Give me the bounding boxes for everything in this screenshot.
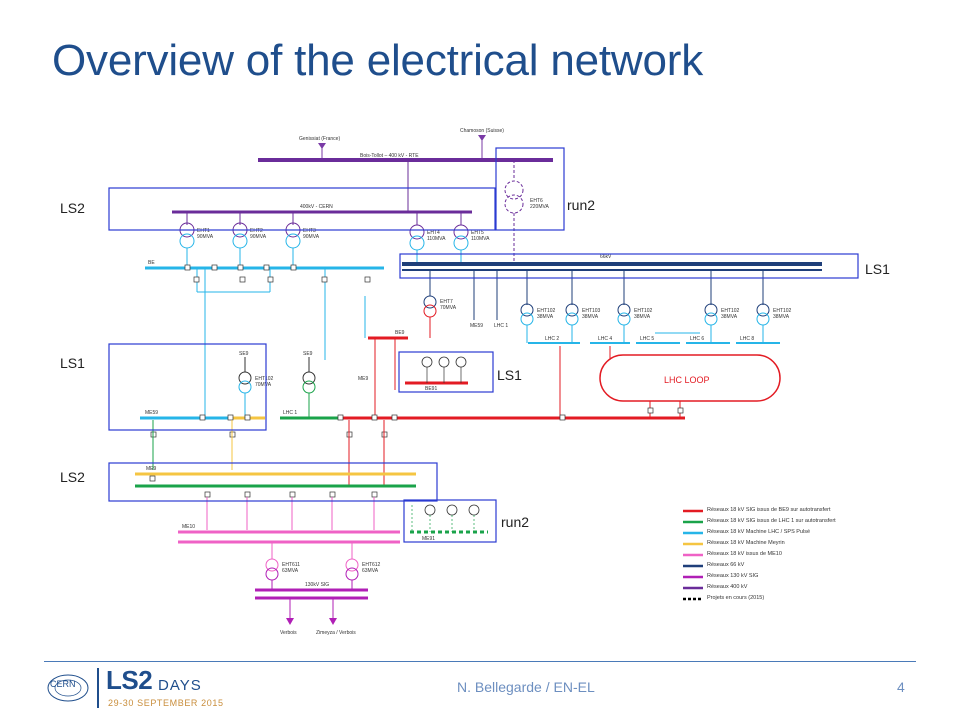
- legend-item-pink: Réseaux 18 kV issus de ME10: [707, 551, 782, 557]
- logo-cern-text: CERN: [50, 679, 76, 689]
- highlight-box-ls1-left: [108, 343, 267, 431]
- lhc6-label: LHC 6: [690, 336, 704, 342]
- se9-label-1: SE9: [239, 351, 249, 357]
- lhc-tr5-name: EHT102: [773, 308, 792, 314]
- legend-item-purple: Réseaux 400 kV: [707, 584, 748, 590]
- bus-be-label: BE: [148, 260, 155, 266]
- be9-label: BE9: [395, 330, 405, 336]
- me59-label: ME59: [470, 323, 483, 329]
- se9-label-2: SE9: [303, 351, 313, 357]
- highlight-box-ls2-top: [108, 187, 496, 231]
- logo-days: DAYS: [158, 677, 202, 694]
- lhc-tr2-rating: 38MVA: [582, 314, 599, 320]
- label-ls2-top: LS2: [60, 200, 85, 216]
- eht2-name: EHT2: [250, 228, 263, 234]
- me91-label: ME91: [422, 536, 435, 542]
- eht2-rating: 90MVA: [250, 234, 267, 240]
- source-chamoson: Chamoson (Suisse): [460, 128, 504, 134]
- page-title: Overview of the electrical network: [52, 36, 704, 85]
- legend-item-green: Réseaux 18 kV SIG issus de LHC 1 sur aut…: [707, 518, 836, 524]
- legend-item-magenta: Réseaux 130 kV SIG: [707, 573, 759, 579]
- eht4-rating: 110MVA: [427, 236, 446, 242]
- eht102-mid-rating: 70MVA: [255, 382, 272, 388]
- eht7-name: EHT7: [440, 299, 453, 305]
- highlight-box-ls2-bottom: [108, 462, 438, 502]
- logo-ls2: LS2: [106, 665, 153, 695]
- bus-130kv-label: 130kV SIG: [305, 582, 329, 588]
- footer-author: N. Bellegarde / EN-EL: [457, 679, 595, 695]
- eht611-rating: 63MVA: [282, 568, 299, 574]
- me9-bus-label: ME9: [146, 466, 157, 472]
- me59-bus-label: ME59: [145, 410, 158, 416]
- bus-400kv-cern-label: 400kV - CERN: [300, 204, 333, 210]
- eht1-rating: 90MVA: [197, 234, 214, 240]
- me10-label: ME10: [182, 524, 195, 530]
- lhc-tr3-name: EHT102: [634, 308, 653, 314]
- page-number: 4: [897, 679, 905, 695]
- lhc5-label: LHC 5: [640, 336, 654, 342]
- footer-divider: [44, 661, 916, 662]
- legend-item-red: Réseaux 18 kV SIG issus de BE9 sur autot…: [707, 507, 831, 513]
- lhc-tr4-rating: 38MVA: [721, 314, 738, 320]
- me9-mid-label: ME9: [358, 376, 369, 382]
- eht3-rating: 90MVA: [303, 234, 320, 240]
- eht5-rating: 110MVA: [471, 236, 490, 242]
- highlight-box-ls1-mid: [398, 351, 494, 393]
- eht1-name: EHT1: [197, 228, 210, 234]
- highlight-box-ls1-right: [399, 253, 859, 279]
- lhc-tr2-name: EHT103: [582, 308, 601, 314]
- output-verbois: Verbois: [280, 630, 297, 636]
- label-ls1-left: LS1: [60, 355, 85, 371]
- label-ls1-mid: LS1: [497, 367, 522, 383]
- eht7-rating: 70MVA: [440, 305, 457, 311]
- label-ls2-bottom: LS2: [60, 469, 85, 485]
- lhc2-label: LHC 2: [545, 336, 559, 342]
- legend-item-yellow: Réseaux 18 kV Machine Meyrin: [707, 540, 785, 546]
- eht612-rating: 63MVA: [362, 568, 379, 574]
- lhc-tr5-rating: 38MVA: [773, 314, 790, 320]
- label-ls1-right: LS1: [865, 261, 890, 277]
- electrical-network-diagram: Genissiat (France) Chamoson (Suisse) Boi…: [108, 128, 859, 636]
- bus-400kv-rte-label: Bois-Tollot – 400 kV - RTE: [360, 153, 419, 159]
- output-zimeyza: Zimeyza / Verbois: [316, 630, 356, 636]
- bus-66kv-label: 66kV: [600, 254, 612, 260]
- legend-item-navy: Réseaux 66 kV: [707, 562, 745, 568]
- lhc4-label: LHC 4: [598, 336, 612, 342]
- cern-logo-icon: [47, 674, 89, 702]
- label-run2-top: run2: [567, 197, 596, 213]
- eht6-name: EHT6: [530, 198, 543, 204]
- legend-item-cyan: Réseaux 18 kV Machine LHC / SPS Pulsé: [707, 529, 811, 535]
- lhc1-bottom-label: LHC 1: [283, 410, 297, 416]
- source-genissiat: Genissiat (France): [299, 136, 340, 142]
- lhc8-label: LHC 8: [740, 336, 754, 342]
- label-run2-bottom: run2: [501, 514, 530, 530]
- eht6-rating: 220MVA: [530, 204, 549, 210]
- highlight-box-run2-bottom: [403, 499, 497, 543]
- be91-label: BE91: [425, 386, 437, 392]
- lhc-tr1-name: EHT102: [537, 308, 556, 314]
- eht4-name: EHT4: [427, 230, 440, 236]
- eht612-name: EHT612: [362, 562, 381, 568]
- legend-item-dashed: Projets en cours (2015): [707, 595, 765, 601]
- lhc-loop-label: LHC LOOP: [664, 375, 710, 385]
- lhc1-top-label: LHC 1: [494, 323, 508, 329]
- logo-dates: 29-30 SEPTEMBER 2015: [108, 698, 224, 708]
- lhc-tr4-name: EHT102: [721, 308, 740, 314]
- highlight-box-run2-top: [495, 147, 565, 231]
- eht102-mid-name: EHT102: [255, 376, 274, 382]
- eht3-name: EHT3: [303, 228, 316, 234]
- lhc-tr1-rating: 38MVA: [537, 314, 554, 320]
- footer-logo-divider: [97, 668, 99, 708]
- eht5-name: EHT5: [471, 230, 484, 236]
- eht611-name: EHT611: [282, 562, 300, 568]
- lhc-tr3-rating: 38MVA: [634, 314, 651, 320]
